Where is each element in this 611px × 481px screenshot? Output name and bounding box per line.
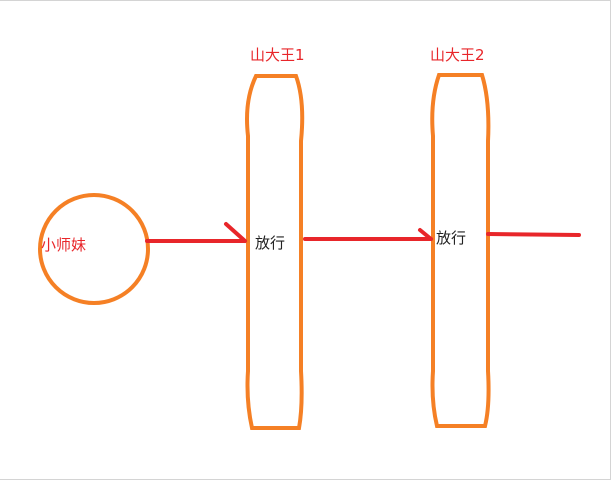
start-node-circle (38, 193, 150, 305)
gate2-title: 山大王2 (430, 46, 485, 64)
gate1-title: 山大王1 (250, 46, 305, 64)
gate2-text: 放行 (436, 229, 467, 247)
arrow-gate1-to-gate2 (303, 228, 433, 241)
arrow-start-to-gate1 (145, 222, 247, 243)
gate1-text: 放行 (255, 234, 286, 252)
line-gate2-out (486, 232, 581, 237)
gate2-shape (430, 73, 491, 428)
gate1-shape (245, 74, 305, 430)
start-node-label: 小师妹 (41, 236, 87, 254)
